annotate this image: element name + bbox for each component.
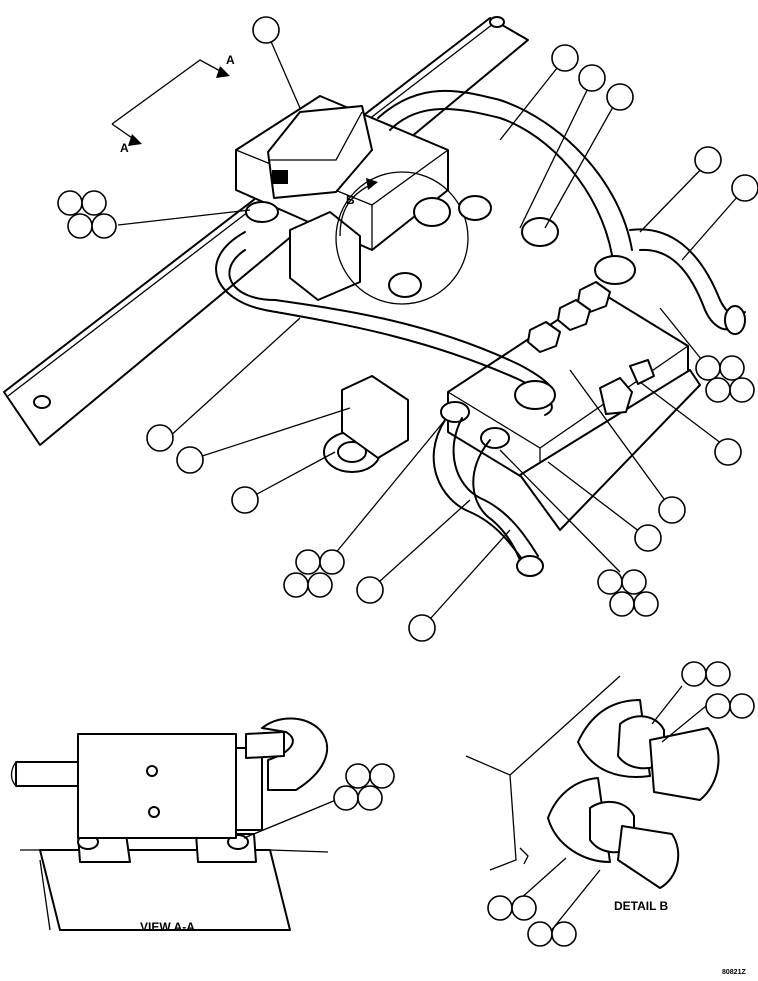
callout-bubble: [705, 661, 731, 687]
callout-bubble: [621, 569, 647, 595]
callout-bubbles: [57, 16, 758, 642]
callout-bubble: [307, 572, 333, 598]
callout-bubble: [91, 213, 117, 239]
callout-bubble: [369, 763, 395, 789]
callout-bubble: [551, 921, 577, 947]
detail-b: DETAIL B: [465, 661, 755, 947]
callout-bubble: [658, 496, 686, 524]
valve-cartridge: [289, 211, 361, 301]
callout-bubble: [67, 213, 93, 239]
right-elbow-hose: [629, 228, 746, 318]
callout-bubble: [551, 44, 579, 72]
callout-bubble: [606, 83, 634, 111]
frame-bolt-top: [489, 16, 505, 28]
callout-bubble: [694, 146, 722, 174]
callout-bubble: [695, 355, 721, 381]
section-a-label-bottom: A: [120, 141, 129, 155]
callout-bubble: [357, 785, 383, 811]
callout-bubble: [597, 569, 623, 595]
callout-bubble: [719, 355, 745, 381]
frame-bolt-bottom: [33, 395, 51, 409]
callout-bubble: [487, 895, 513, 921]
callout-bubble: [81, 190, 107, 216]
detail-b-circle: [335, 171, 469, 305]
view-a-a-block: [77, 733, 237, 839]
hex-plugs: [527, 281, 611, 353]
callout-bubble: [57, 190, 83, 216]
callout-bubble: [231, 486, 259, 514]
flange-block: [341, 375, 409, 459]
section-a-label-top: A: [226, 53, 235, 67]
main-view: A A B: [3, 16, 758, 642]
callout-bubble: [283, 572, 309, 598]
callout-bubble: [527, 921, 553, 947]
drawing-number: 80821Z: [722, 969, 746, 976]
lower-hose-right: [472, 439, 523, 566]
callout-bubble: [681, 661, 707, 687]
leader-lines: [117, 29, 746, 629]
callout-bubble: [511, 895, 537, 921]
callout-bubble: [345, 763, 371, 789]
callout-bubble: [714, 438, 742, 466]
callout-bubble: [731, 174, 758, 202]
callout-bubble: [729, 693, 755, 719]
callout-bubble: [634, 524, 662, 552]
callout-bubble: [578, 64, 606, 92]
callout-bubble: [705, 377, 731, 403]
detail-b-marker: B: [339, 178, 378, 237]
callout-bubble: [146, 424, 174, 452]
callout-bubble: [633, 591, 659, 617]
solenoid-coil: [267, 105, 373, 199]
mounting-plate: [519, 369, 701, 531]
callout-bubble: [408, 614, 436, 642]
detail-b-caption: DETAIL B: [614, 899, 669, 913]
callout-bubble: [609, 591, 635, 617]
callout-bubble: [333, 785, 359, 811]
callout-bubble: [295, 549, 321, 575]
detail-b-label: B: [346, 193, 355, 207]
callout-bubble: [729, 377, 755, 403]
callout-bubble: [356, 576, 384, 604]
view-a-a-caption: VIEW A-A: [140, 920, 195, 934]
section-a-marker: A A: [111, 53, 235, 155]
view-a-a: VIEW A-A: [10, 717, 395, 934]
callout-bubble: [705, 693, 731, 719]
relief-valve: [599, 377, 633, 415]
upper-hose: [377, 89, 633, 251]
callout-bubble: [319, 549, 345, 575]
callout-bubble: [252, 16, 280, 44]
callout-bubble: [176, 446, 204, 474]
